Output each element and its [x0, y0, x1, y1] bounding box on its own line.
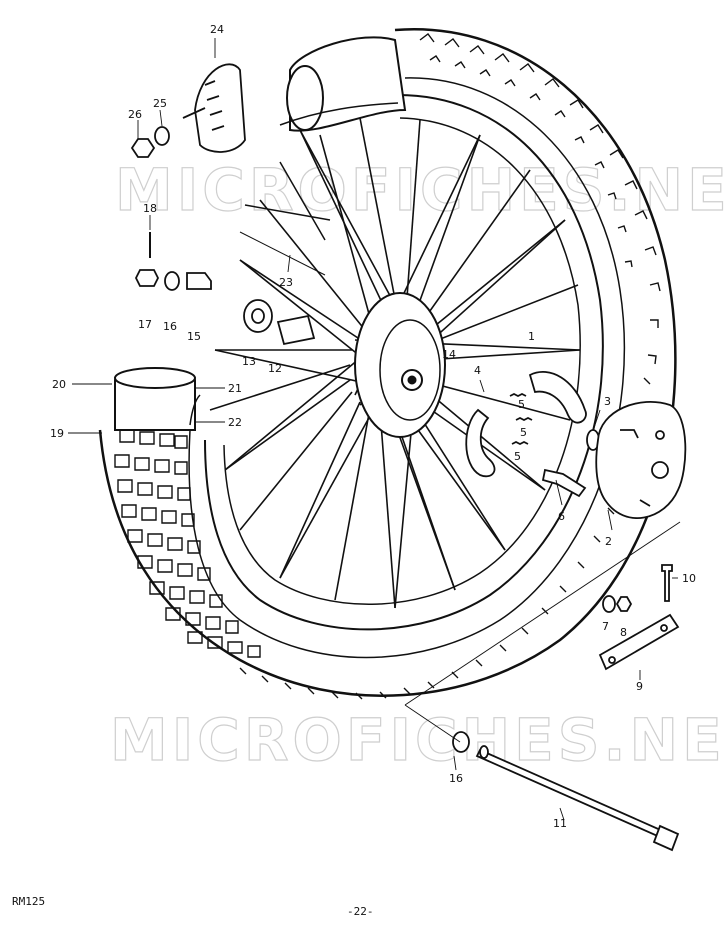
callout-5-c: 5 — [514, 450, 521, 463]
wheel-assembly — [98, 27, 677, 700]
tire-inner-edge — [188, 77, 626, 659]
callout-12: 12 — [268, 362, 282, 375]
callouts: 24 25 26 18 17 16 15 13 12 23 14 20 21 2… — [50, 23, 696, 830]
rim-band — [189, 102, 399, 426]
rim-lock-nut — [130, 138, 156, 158]
parts — [130, 63, 687, 852]
brake-shoe-lower — [465, 408, 496, 478]
callout-5-b: 5 — [520, 426, 527, 439]
callout-17: 17 — [138, 318, 152, 331]
brake-cam — [541, 468, 587, 498]
hub — [354, 292, 446, 438]
torque-nut — [615, 596, 633, 612]
watermark-bottom: MICROFICHES.NET — [110, 706, 724, 774]
callout-4: 4 — [474, 364, 481, 377]
torque-bolt — [661, 564, 673, 602]
callout-3: 3 — [604, 395, 611, 408]
spokes — [209, 117, 581, 609]
valve-washer — [164, 271, 180, 291]
torque-washer — [602, 595, 616, 613]
callout-14: 14 — [442, 348, 456, 361]
model-label: RM125 — [12, 895, 46, 908]
rim-lock — [194, 63, 246, 153]
callout-23: 23 — [279, 276, 293, 289]
callout-8: 8 — [620, 626, 627, 639]
callout-20: 20 — [52, 378, 66, 391]
callout-21: 21 — [228, 382, 242, 395]
tire-tread — [114, 33, 661, 700]
torque-link — [598, 613, 680, 671]
brake-shoe-upper — [528, 371, 587, 424]
callout-2: 2 — [605, 535, 612, 548]
callout-24: 24 — [210, 23, 224, 36]
callout-10: 10 — [682, 572, 696, 585]
callout-16-lower: 16 — [449, 772, 463, 785]
rim-outer — [204, 94, 604, 631]
callout-7: 7 — [602, 620, 609, 633]
callout-18: 18 — [143, 202, 157, 215]
valve-cap — [186, 272, 212, 290]
callout-9: 9 — [636, 680, 643, 693]
callout-19: 19 — [50, 427, 64, 440]
brake-spring-c — [511, 440, 529, 446]
leader-lines — [68, 38, 681, 821]
axle-washer — [452, 731, 470, 753]
valve-nut — [134, 269, 160, 287]
axle-head — [652, 824, 680, 852]
callout-6: 6 — [558, 510, 565, 523]
watermark-top: MICROFICHES.NET — [115, 156, 724, 224]
callout-16-upper: 16 — [163, 320, 177, 333]
brake-spring-a — [509, 392, 527, 398]
rim-inner — [223, 117, 581, 605]
brake-panel — [595, 401, 687, 519]
callout-11: 11 — [553, 817, 567, 830]
callout-1: 1 — [528, 330, 535, 343]
rim-lock-washer — [154, 126, 170, 146]
callout-22: 22 — [228, 416, 242, 429]
callout-5-a: 5 — [518, 398, 525, 411]
spacer — [276, 314, 316, 346]
callout-26: 26 — [128, 108, 142, 121]
callout-25: 25 — [153, 97, 167, 110]
callout-15: 15 — [187, 330, 201, 343]
page-number: -22- — [347, 905, 374, 918]
callout-13: 13 — [242, 355, 256, 368]
brake-spring-b — [515, 416, 533, 422]
